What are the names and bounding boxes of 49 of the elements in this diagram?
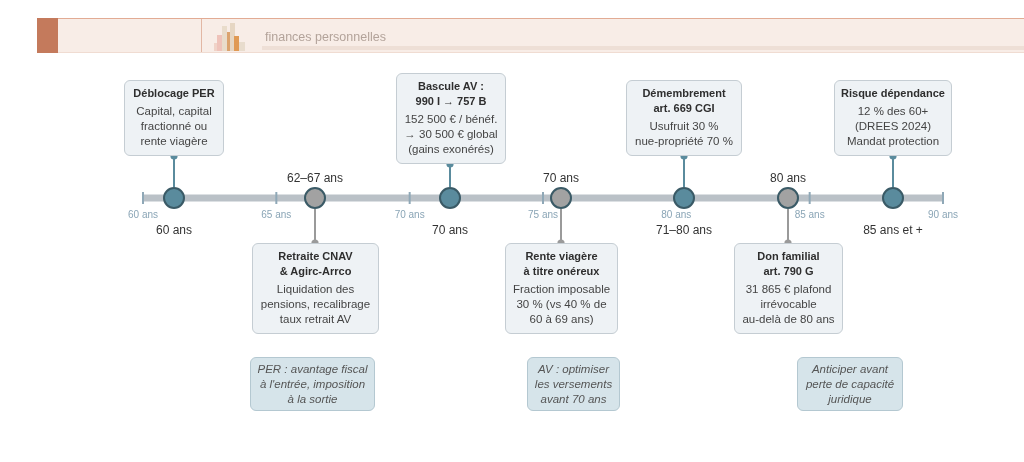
- note-card: [527, 357, 620, 411]
- timeline-marker: [304, 187, 326, 209]
- page-title: finances personnelles: [265, 30, 386, 45]
- age-label: 80 ans: [770, 171, 806, 185]
- event-card: [626, 80, 742, 156]
- note-card: [797, 357, 903, 411]
- tick-label: 80 ans: [661, 209, 692, 221]
- tick-label: 65 ans: [261, 209, 292, 221]
- tick-label: 70 ans: [394, 209, 425, 221]
- timeline-marker: [777, 187, 799, 209]
- timeline-marker: [163, 187, 185, 209]
- event-card: [124, 80, 224, 156]
- age-label: 60 ans: [156, 223, 192, 237]
- note-text: Anticiper avant perte de capacité juridique: [804, 361, 896, 407]
- age-label: 62–67 ans: [286, 171, 344, 185]
- tick-label: 85 ans: [794, 209, 825, 221]
- age-label: 85 ans et +: [863, 223, 923, 237]
- card-text: Liquidation des pensions, recalibrage taux retrait AV: [259, 282, 372, 327]
- card-heading: Don familial art. 790 G: [756, 249, 821, 279]
- card-heading: Rente viagère à titre onéreux: [522, 249, 601, 279]
- card-text: Fraction imposable 30 % (vs 40 % de 60 à 69 ans): [511, 282, 612, 327]
- timeline-marker: [882, 187, 904, 209]
- event-card: [505, 243, 618, 334]
- card-text: Usufruit 30 % nue-propriété 70 %: [634, 119, 734, 149]
- event-card: [734, 243, 843, 334]
- timeline-marker: [439, 187, 461, 209]
- card-heading: Démembrement art. 669 CGI: [641, 86, 727, 116]
- card-text: 152 500 € / bénéf. → 30 500 € global (gains exonérés): [403, 112, 499, 157]
- card-heading: Risque dépendance: [840, 86, 946, 101]
- tick-label: 90 ans: [928, 209, 958, 221]
- timeline-marker: [673, 187, 695, 209]
- card-text: 12 % des 60+ (DREES 2024) Mandat protection: [845, 104, 941, 149]
- event-card: [396, 73, 506, 164]
- card-text: 31 865 € plafond irrévocable au-delà de 80 ans: [741, 282, 836, 327]
- card-heading: Déblocage PER: [132, 86, 216, 101]
- event-card: [252, 243, 379, 334]
- card-heading: Retraite CNAV & Agirc-Arrco: [277, 249, 354, 279]
- note-card: [250, 357, 375, 411]
- tick-label: 60 ans: [128, 209, 158, 221]
- timeline-marker: [550, 187, 572, 209]
- note-text: PER : avantage fiscal à l'entrée, imposition à la sortie: [256, 361, 369, 407]
- note-text: AV : optimiser les versements avant 70 ans: [533, 361, 614, 407]
- tick-label: 75 ans: [528, 209, 558, 221]
- event-card: [834, 80, 952, 156]
- card-heading: Bascule AV : 990 I → 757 B: [414, 79, 488, 109]
- age-label: 70 ans: [543, 171, 579, 185]
- age-label: 71–80 ans: [655, 223, 713, 237]
- age-label: 70 ans: [432, 223, 468, 237]
- card-text: Capital, capital fractionné ou rente viagère: [135, 104, 213, 149]
